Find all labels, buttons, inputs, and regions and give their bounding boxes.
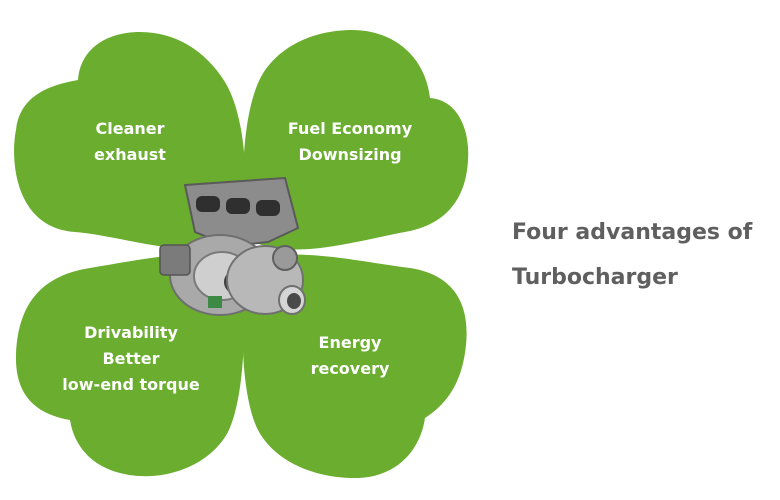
compressor-outlet-hole (287, 293, 301, 309)
top-left-line-2: exhaust (94, 145, 166, 164)
leaf-label-bottom-left: Drivability Better low-end torque (46, 320, 216, 398)
bottom-left-line-3: low-end torque (62, 375, 200, 394)
bottom-left-line-2: Better (102, 349, 160, 368)
flange-port-2 (226, 198, 250, 214)
top-left-line-1: Cleaner (95, 119, 165, 138)
top-right-line-2: Downsizing (298, 145, 402, 164)
leaf-label-top-right: Fuel Economy Downsizing (272, 116, 428, 168)
heading-line-2: Turbocharger (512, 265, 678, 290)
bottom-right-line-1: Energy (318, 333, 382, 352)
mount-bracket (159, 244, 191, 276)
flange-port-3 (256, 200, 280, 216)
heading-line-1: Four advantages of (512, 220, 753, 245)
flange-port-1 (196, 196, 220, 212)
wastegate-actuator (272, 245, 298, 271)
bottom-left-line-1: Drivability (84, 323, 178, 342)
leaf-label-bottom-right: Energy recovery (290, 330, 410, 382)
leaf-top-right (243, 30, 469, 250)
turbocharger-image (159, 176, 306, 316)
leaf-bottom-left (15, 254, 244, 477)
diagram-heading: Four advantages of Turbocharger (512, 210, 752, 300)
bottom-right-line-2: recovery (310, 359, 390, 378)
sensor-board (208, 296, 222, 308)
leaf-label-top-left: Cleaner exhaust (70, 116, 190, 168)
top-right-line-1: Fuel Economy (287, 119, 413, 138)
